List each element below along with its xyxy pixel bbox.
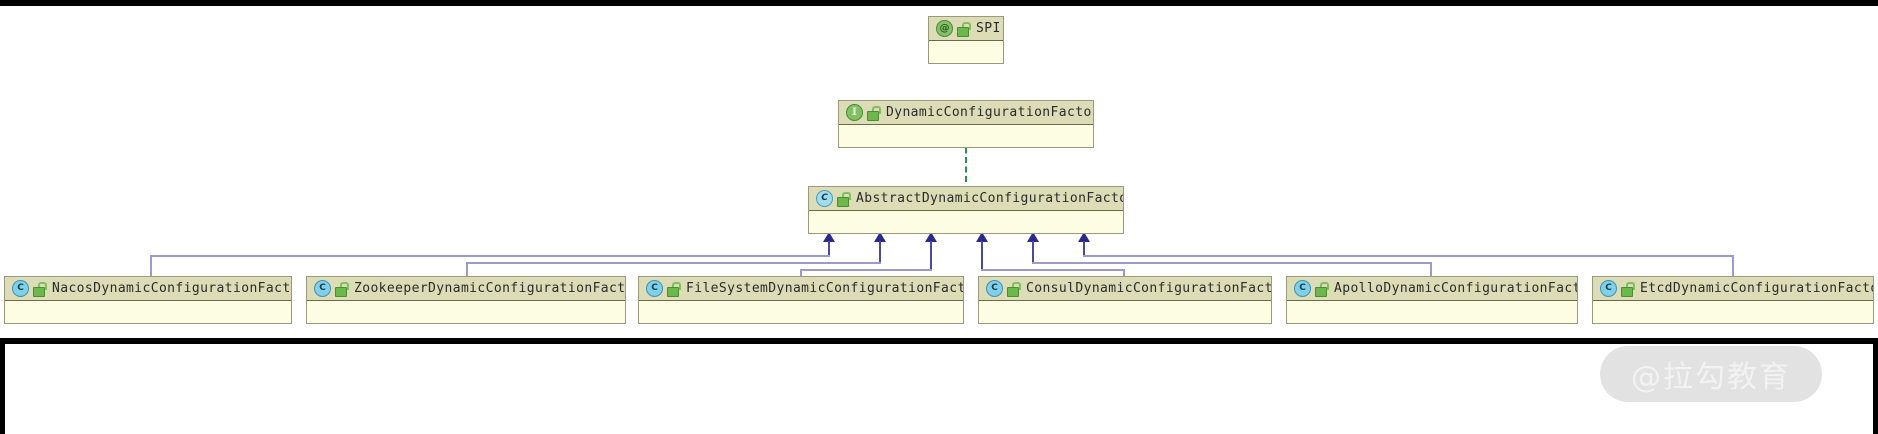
- lock-icon: [1007, 282, 1021, 297]
- arrowhead-generalization-consul: [976, 232, 988, 242]
- abstract-class-icon: C: [816, 190, 833, 207]
- node-body-dynamic-configuration-factory: [839, 125, 1093, 147]
- lock-icon: [1621, 282, 1635, 297]
- node-header-zookeeper: C ZookeeperDynamicConfigurationFactory: [307, 277, 625, 301]
- lock-icon: [837, 192, 851, 207]
- node-etcd-dynamic-configuration-factory[interactable]: C EtcdDynamicConfigurationFactory: [1592, 276, 1874, 324]
- node-header-abstract-dynamic-configuration-factory: C AbstractDynamicConfigurationFactory: [809, 187, 1123, 211]
- node-body-consul: [979, 301, 1271, 323]
- right-border-bar: [1873, 338, 1878, 434]
- edge-stub-filesystem: [930, 241, 932, 270]
- lock-icon: [1315, 282, 1329, 297]
- class-icon: C: [986, 280, 1003, 297]
- edge-stub-apollo: [1032, 241, 1034, 263]
- lock-icon: [867, 106, 881, 121]
- top-border-bar: [0, 0, 1878, 6]
- lock-icon: [335, 282, 349, 297]
- node-body-nacos: [5, 301, 291, 323]
- bottom-border-bar: [0, 338, 1878, 344]
- lock-icon: [33, 282, 47, 297]
- node-nacos-dynamic-configuration-factory[interactable]: C NacosDynamicConfigurationFactory: [4, 276, 292, 324]
- node-dynamic-configuration-factory[interactable]: I DynamicConfigurationFactory: [838, 100, 1094, 148]
- edge-horizontal-consul: [981, 269, 1125, 271]
- edge-horizontal-apollo: [1032, 262, 1432, 264]
- node-title-apollo: ApolloDynamicConfigurationFactory: [1334, 281, 1577, 296]
- lock-icon: [957, 22, 971, 37]
- node-spi[interactable]: @ SPI: [928, 16, 1004, 64]
- edge-vertical-apollo: [1430, 262, 1432, 277]
- edge-horizontal-filesystem: [800, 269, 932, 271]
- edge-vertical-nacos: [150, 255, 152, 277]
- arrowhead-generalization-zookeeper: [874, 232, 886, 242]
- arrowhead-generalization-etcd: [1078, 232, 1090, 242]
- node-body-apollo: [1287, 301, 1577, 323]
- node-title-consul: ConsulDynamicConfigurationFactory: [1026, 281, 1271, 296]
- node-header-dynamic-configuration-factory: I DynamicConfigurationFactory: [839, 101, 1093, 125]
- interface-icon: I: [846, 104, 863, 121]
- node-abstract-dynamic-configuration-factory[interactable]: C AbstractDynamicConfigurationFactory: [808, 186, 1124, 234]
- class-icon: C: [646, 280, 663, 297]
- node-title-nacos: NacosDynamicConfigurationFactory: [52, 281, 291, 296]
- edge-stub-consul: [981, 241, 983, 270]
- node-body-zookeeper: [307, 301, 625, 323]
- lock-icon: [667, 282, 681, 297]
- edge-stub-etcd: [1083, 241, 1085, 256]
- node-header-spi: @ SPI: [929, 17, 1003, 41]
- edge-horizontal-zookeeper: [466, 262, 881, 264]
- class-icon: C: [12, 280, 29, 297]
- edge-vertical-filesystem: [800, 269, 802, 277]
- node-title-dynamic-configuration-factory: DynamicConfigurationFactory: [886, 105, 1093, 120]
- arrowhead-generalization-nacos: [823, 232, 835, 242]
- edge-vertical-zookeeper: [466, 262, 468, 277]
- edge-realization-abstract-to-interface: [965, 138, 967, 182]
- edge-horizontal-nacos: [150, 255, 830, 257]
- node-header-etcd: C EtcdDynamicConfigurationFactory: [1593, 277, 1873, 301]
- node-title-etcd: EtcdDynamicConfigurationFactory: [1640, 281, 1873, 296]
- node-body-etcd: [1593, 301, 1873, 323]
- class-icon: C: [314, 280, 331, 297]
- class-icon: C: [1294, 280, 1311, 297]
- node-header-nacos: C NacosDynamicConfigurationFactory: [5, 277, 291, 301]
- node-consul-dynamic-configuration-factory[interactable]: C ConsulDynamicConfigurationFactory: [978, 276, 1272, 324]
- arrowhead-generalization-filesystem: [925, 232, 937, 242]
- node-header-apollo: C ApolloDynamicConfigurationFactory: [1287, 277, 1577, 301]
- node-body-filesystem: [639, 301, 963, 323]
- node-header-filesystem: C FileSystemDynamicConfigurationFactory: [639, 277, 963, 301]
- edge-stub-nacos: [828, 241, 830, 256]
- node-header-consul: C ConsulDynamicConfigurationFactory: [979, 277, 1271, 301]
- left-border-bar: [0, 338, 5, 434]
- edge-vertical-consul: [1123, 269, 1125, 277]
- node-title-filesystem: FileSystemDynamicConfigurationFactory: [686, 281, 963, 296]
- node-title-spi: SPI: [976, 21, 1001, 36]
- annotation-icon: @: [936, 20, 953, 37]
- node-body-abstract-dynamic-configuration-factory: [809, 211, 1123, 233]
- watermark: @拉勾教育: [1600, 346, 1822, 402]
- arrowhead-generalization-apollo: [1027, 232, 1039, 242]
- node-apollo-dynamic-configuration-factory[interactable]: C ApolloDynamicConfigurationFactory: [1286, 276, 1578, 324]
- edge-vertical-etcd: [1732, 255, 1734, 277]
- edge-stub-zookeeper: [879, 241, 881, 263]
- node-body-spi: [929, 41, 1003, 63]
- node-zookeeper-dynamic-configuration-factory[interactable]: C ZookeeperDynamicConfigurationFactory: [306, 276, 626, 324]
- node-filesystem-dynamic-configuration-factory[interactable]: C FileSystemDynamicConfigurationFactory: [638, 276, 964, 324]
- edge-horizontal-etcd: [1083, 255, 1734, 257]
- node-title-zookeeper: ZookeeperDynamicConfigurationFactory: [354, 281, 625, 296]
- node-title-abstract-dynamic-configuration-factory: AbstractDynamicConfigurationFactory: [856, 191, 1123, 206]
- watermark-text: @拉勾教育: [1631, 360, 1791, 395]
- class-icon: C: [1600, 280, 1617, 297]
